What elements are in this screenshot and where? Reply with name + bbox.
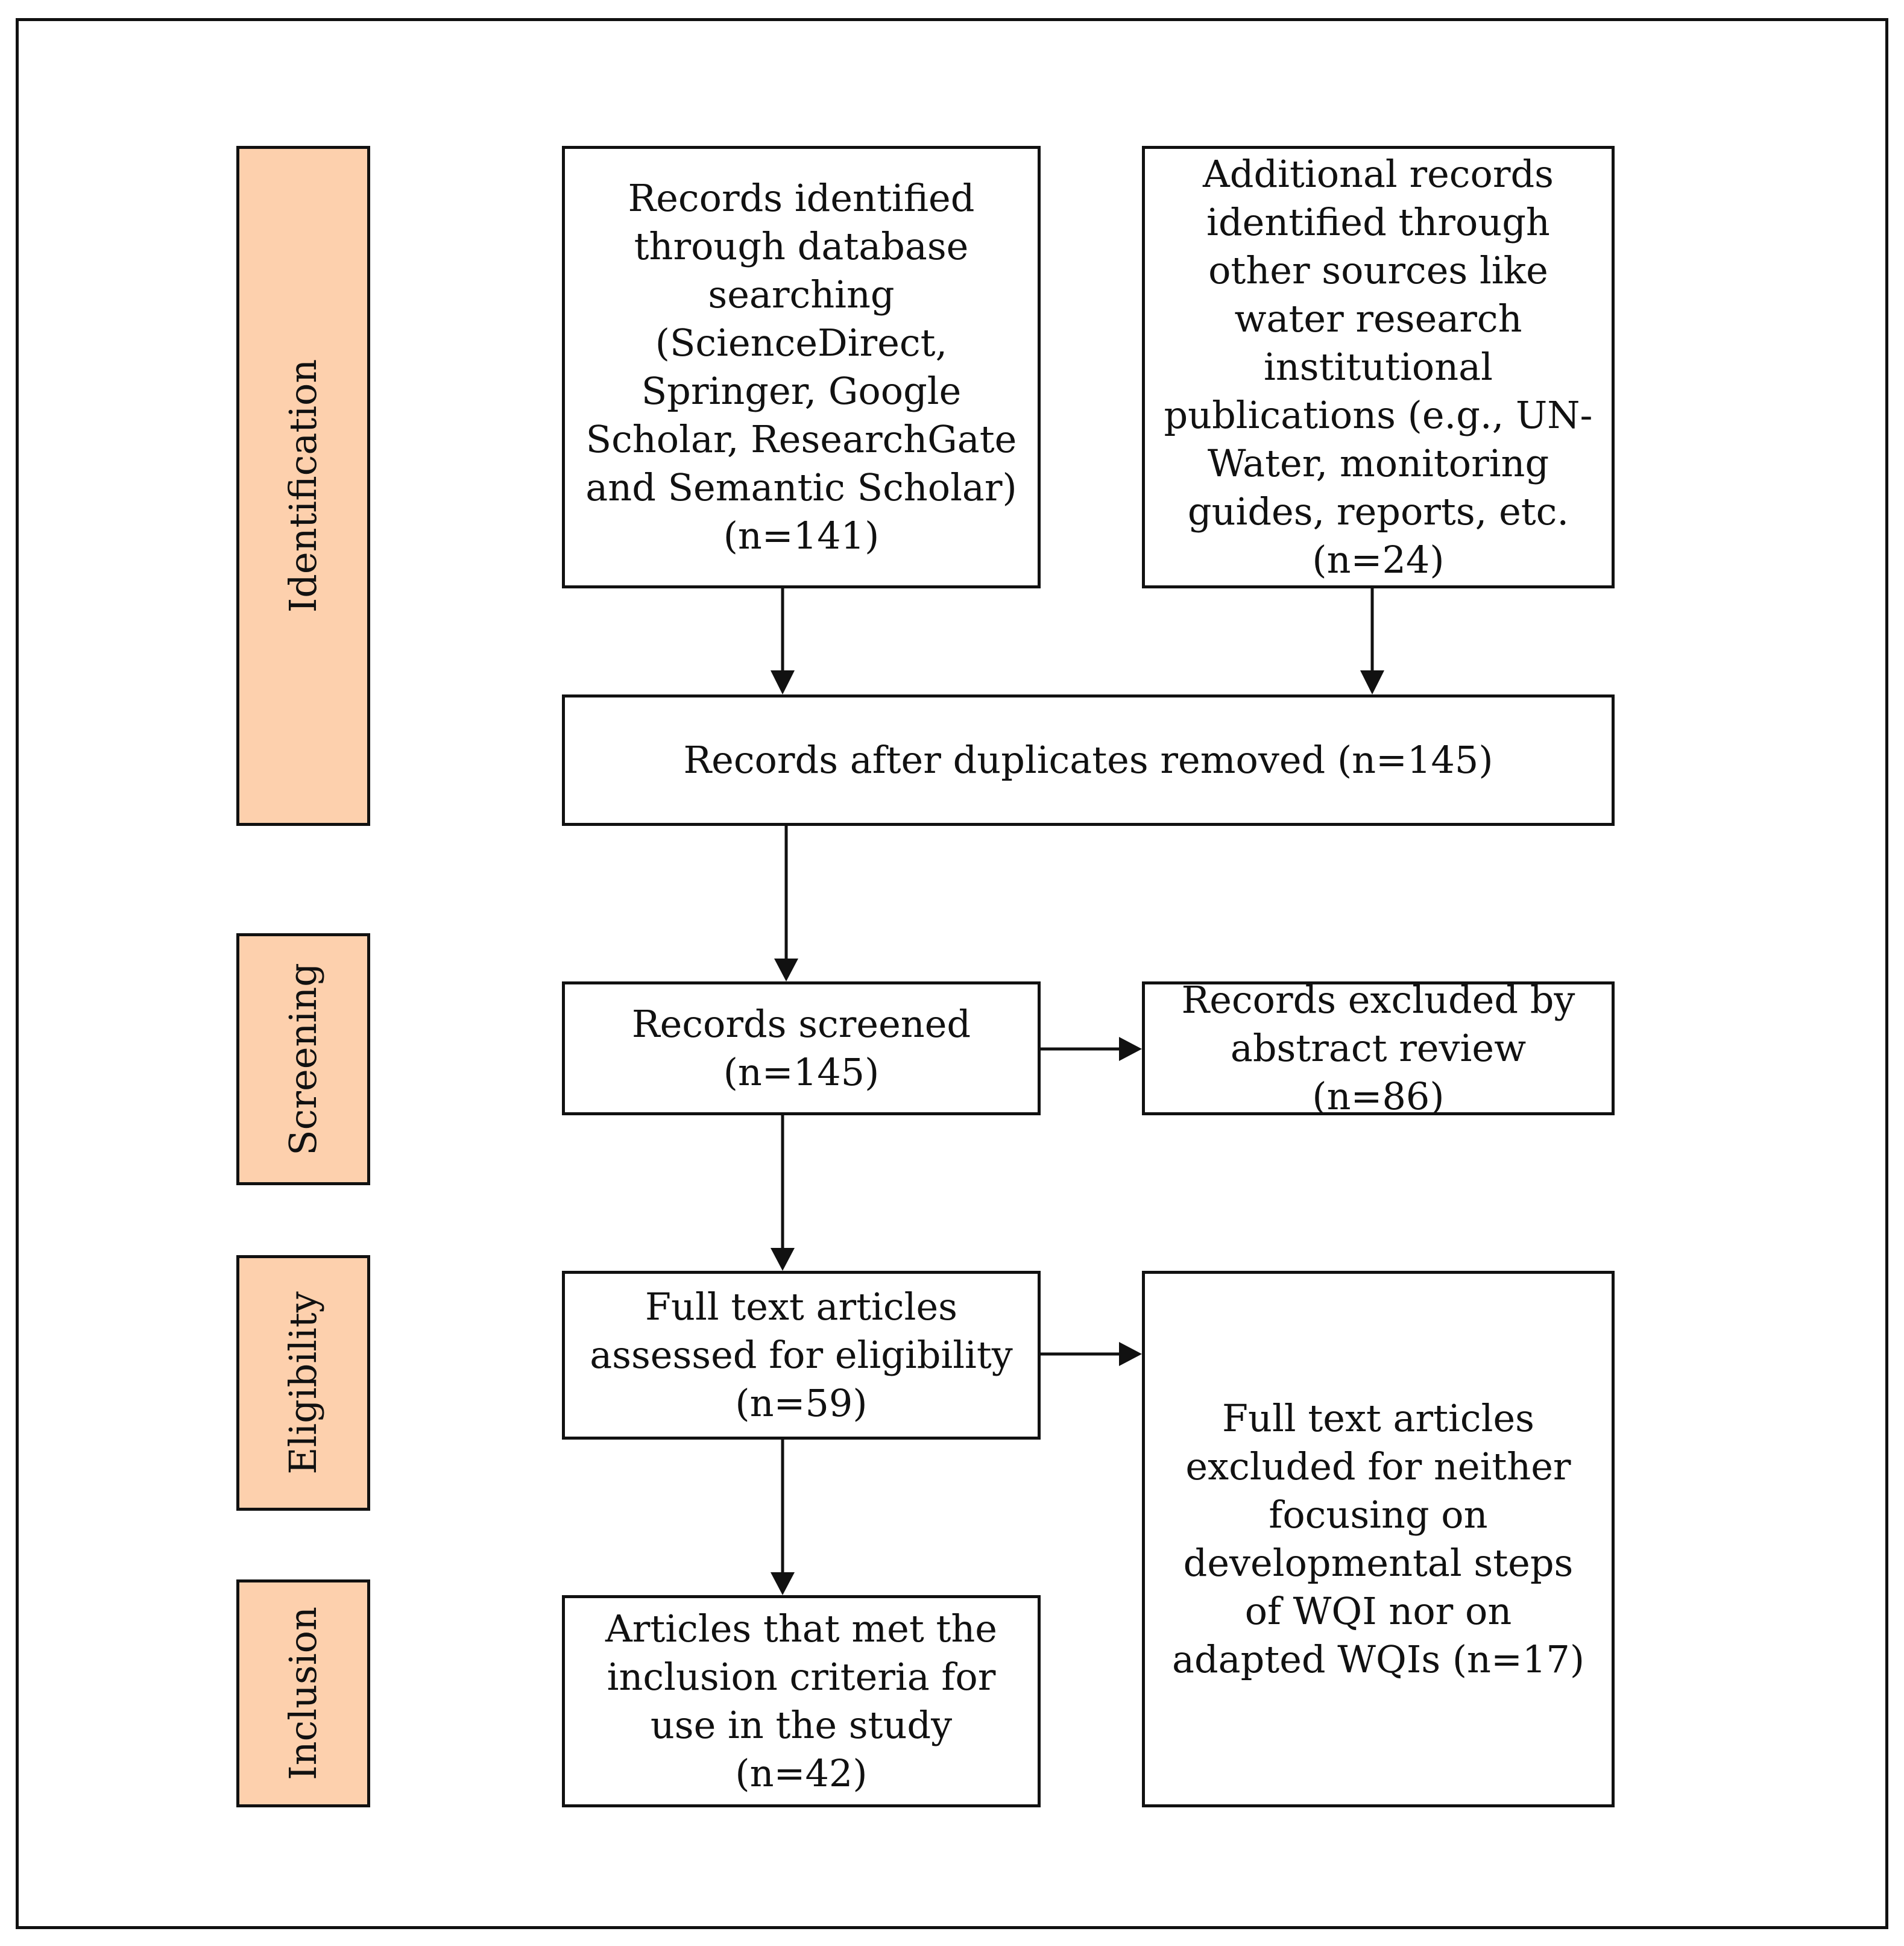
- arrowhead-screened: [774, 959, 798, 981]
- box-database-records: Records identified through database sear…: [562, 146, 1041, 588]
- arrowhead-excluded-fulltext: [1119, 1342, 1142, 1366]
- box-database-records-text: Records identified through database sear…: [585, 176, 1017, 558]
- box-included: Articles that met the inclusion criteria…: [562, 1595, 1041, 1807]
- arrowhead-database: [771, 670, 795, 694]
- box-records-screened-text: Records screened (n=145): [631, 1002, 971, 1094]
- stage-screening: Screening: [236, 933, 370, 1185]
- box-included-text: Articles that met the inclusion criteria…: [605, 1607, 997, 1795]
- box-full-text-assessed-text: Full text articles assessed for eligibil…: [590, 1285, 1013, 1425]
- arrowhead-excluded-abstract: [1119, 1037, 1142, 1061]
- box-other-sources-text: Additional records identified through ot…: [1164, 152, 1593, 582]
- box-full-text-assessed: Full text articles assessed for eligibil…: [562, 1271, 1041, 1440]
- box-records-screened: Records screened (n=145): [562, 981, 1041, 1115]
- box-full-text-excluded: Full text articles excluded for neither …: [1142, 1271, 1615, 1807]
- box-other-sources: Additional records identified through ot…: [1142, 146, 1615, 588]
- stage-inclusion: Inclusion: [236, 1579, 370, 1807]
- box-full-text-excluded-text: Full text articles excluded for neither …: [1171, 1396, 1585, 1681]
- stage-eligibility: Eligibility: [236, 1255, 370, 1511]
- arrowhead-included: [771, 1572, 795, 1595]
- box-records-excluded: Records excluded by abstract review (n=8…: [1142, 978, 1615, 1118]
- arrowhead-assessed: [771, 1248, 795, 1271]
- box-records-excluded-text: Records excluded by abstract review (n=8…: [1181, 978, 1575, 1118]
- box-duplicates-removed-text: Records after duplicates removed (n=145): [683, 738, 1493, 782]
- arrowhead-other: [1360, 670, 1384, 694]
- stage-identification: Identification: [236, 146, 370, 826]
- box-duplicates-removed: Records after duplicates removed (n=145): [562, 694, 1615, 826]
- figure-frame: [16, 18, 1888, 1929]
